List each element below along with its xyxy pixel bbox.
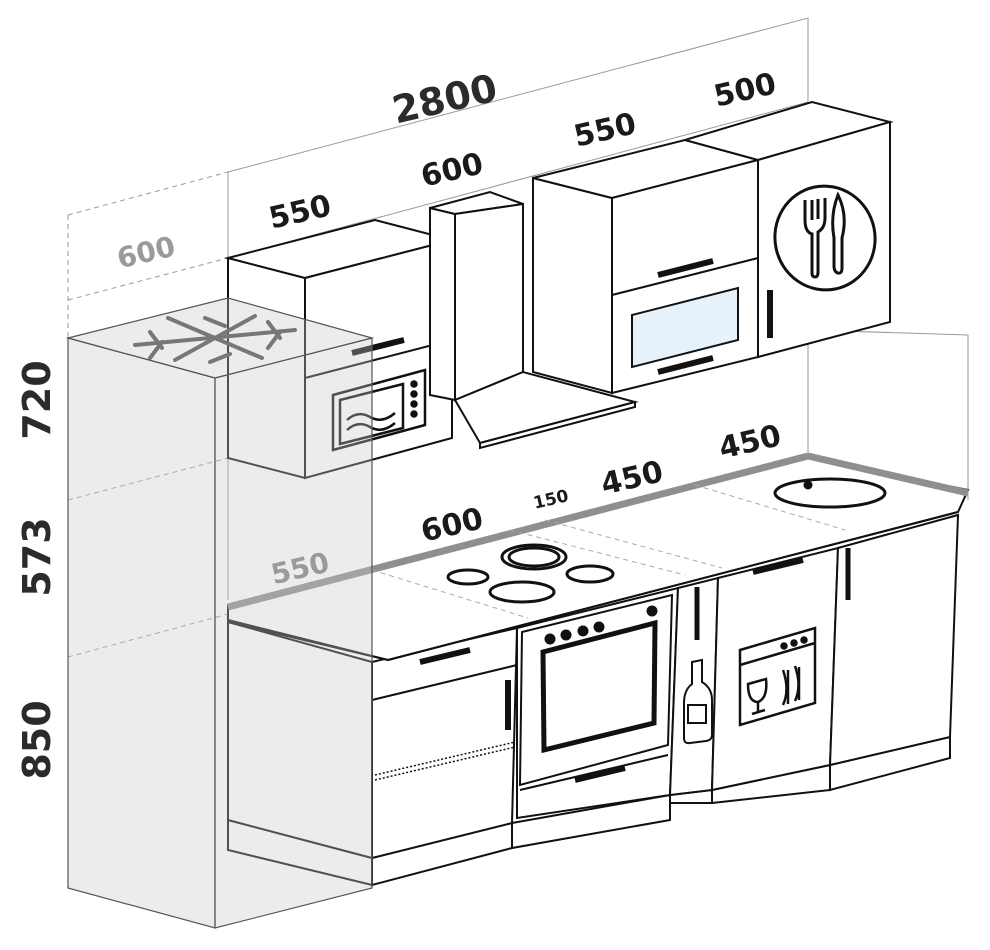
microwave-icon <box>331 368 427 452</box>
fork-knife-icon <box>773 184 877 292</box>
dim-sink-right: 450 <box>716 418 785 466</box>
countertop <box>227 452 970 662</box>
dim-height-middle: 573 <box>15 517 59 596</box>
dishwasher-cabinet <box>752 557 804 575</box>
dim-total-width: 2800 <box>388 66 501 133</box>
wine-bottle-icon <box>683 658 713 745</box>
upper-right-cabinet <box>681 100 894 359</box>
cooktop-icon <box>446 543 615 604</box>
dim-height-upper: 720 <box>15 360 59 439</box>
dim-upper-left: 550 <box>266 188 335 236</box>
dim-upper-middle: 550 <box>571 106 640 154</box>
built-in-microwave-window <box>631 286 739 369</box>
range-hood <box>429 190 639 450</box>
fridge-depth-guides <box>67 171 229 658</box>
dim-upper-right: 500 <box>711 66 780 114</box>
dim-hood: 600 <box>418 146 487 194</box>
dishwasher-icon <box>738 626 817 727</box>
snowflake-icon <box>133 314 297 364</box>
upper-left-cabinet <box>224 218 456 480</box>
oven-icon <box>518 593 674 791</box>
dim-height-lower: 850 <box>15 700 59 779</box>
dim-gap-section: 150 <box>531 486 570 514</box>
dimension-labels: 2800 550 600 550 500 600 550 600 150 450… <box>15 66 785 780</box>
sink-icon <box>773 477 887 509</box>
left-base-cabinet <box>371 647 518 781</box>
dim-fridge-depth: 600 <box>114 230 178 275</box>
fridge <box>65 297 375 929</box>
